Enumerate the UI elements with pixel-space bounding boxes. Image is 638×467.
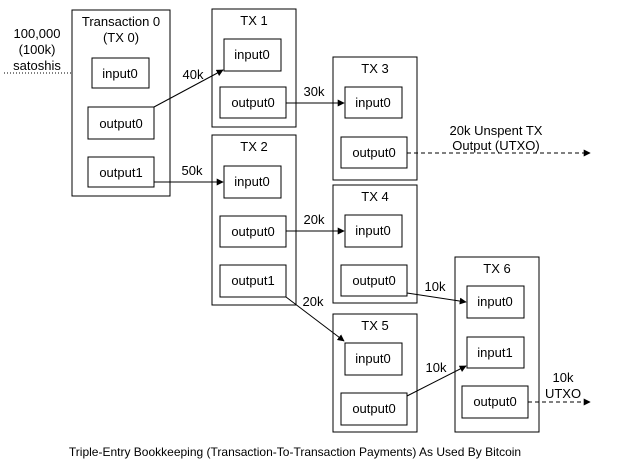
source-amount-label: 100,000: [14, 26, 61, 41]
source-amount-k-label: (100k): [19, 42, 56, 57]
tx1-box: TX 1 input0 output0: [211, 8, 297, 128]
diagram-caption: Triple-Entry Bookkeeping (Transaction-To…: [69, 445, 521, 459]
tx0-to-tx2-amount: 50k: [182, 163, 203, 178]
tx1-title: TX 1: [240, 13, 267, 28]
tx0-output1-label: output1: [99, 165, 142, 180]
tx2-to-tx4-amount: 20k: [304, 212, 325, 227]
tx3-utxo-label-line1: 20k Unspent TX: [450, 123, 543, 138]
tx0-to-tx1-arrow: [153, 69, 224, 108]
tx5-to-tx6-amount: 10k: [426, 360, 447, 375]
tx4-title: TX 4: [361, 189, 388, 204]
tx0-output0-port: [87, 106, 155, 140]
tx5-output0-label: output0: [352, 401, 395, 416]
tx2-input0-port: [223, 165, 282, 199]
tx4-output0-port: [340, 264, 408, 297]
tx0-subtitle: (TX 0): [103, 30, 139, 45]
tx6-box: TX 6 input0 input1 output0: [454, 256, 540, 433]
tx0-input0-label: input0: [102, 66, 137, 81]
tx3-input0-label: input0: [355, 95, 390, 110]
tx1-input0-port: [223, 38, 282, 72]
tx6-output0-port: [461, 385, 529, 419]
tx5-output0-port: [340, 392, 408, 426]
tx2-output0-port: [219, 215, 287, 248]
tx2-input0-label: input0: [234, 174, 269, 189]
tx6-input1-port: [466, 336, 525, 369]
tx6-title: TX 6: [483, 261, 510, 276]
tx6-input0-port: [466, 285, 525, 319]
tx2-to-tx5-arrow: [285, 296, 345, 342]
tx4-input0-port: [344, 214, 403, 248]
tx0-to-tx1-amount: 40k: [183, 67, 204, 82]
tx2-title: TX 2: [240, 139, 267, 154]
tx2-to-tx5-amount: 20k: [303, 294, 324, 309]
tx5-title: TX 5: [361, 318, 388, 333]
tx0-output1-port: [87, 156, 155, 188]
tx1-output0-label: output0: [231, 95, 274, 110]
tx4-input0-label: input0: [355, 223, 390, 238]
tx0-box: Transaction 0 (TX 0) input0 output0 outp…: [71, 9, 171, 197]
tx3-utxo-label-line2: Output (UTXO): [452, 138, 539, 153]
tx5-input0-port: [344, 342, 403, 376]
tx6-utxo-label-line2: UTXO: [545, 386, 581, 401]
tx1-to-tx3-amount: 30k: [304, 84, 325, 99]
tx3-title: TX 3: [361, 61, 388, 76]
tx0-output0-label: output0: [99, 116, 142, 131]
tx3-input0-port: [344, 86, 403, 119]
tx4-output0-label: output0: [352, 273, 395, 288]
source-unit-label: satoshis: [13, 58, 61, 73]
tx5-to-tx6-arrow: [406, 365, 467, 397]
tx6-output0-label: output0: [473, 394, 516, 409]
tx5-input0-label: input0: [355, 351, 390, 366]
tx0-input0-port: [91, 57, 150, 89]
tx3-box: TX 3 input0 output0: [332, 56, 418, 181]
tx6-utxo-label-line1: 10k: [553, 370, 574, 385]
tx1-input0-label: input0: [234, 47, 269, 62]
tx4-to-tx6-amount: 10k: [425, 279, 446, 294]
tx4-to-tx6-arrow: [406, 292, 467, 305]
tx2-output0-label: output0: [231, 224, 274, 239]
tx4-box: TX 4 input0 output0: [332, 184, 418, 304]
tx2-output1-port: [219, 264, 287, 298]
tx5-box: TX 5 input0 output0: [332, 313, 418, 433]
tx6-input1-label: input1: [477, 345, 512, 360]
tx2-box: TX 2 input0 output0 output1: [211, 134, 297, 306]
tx3-output0-label: output0: [352, 145, 395, 160]
tx6-input0-label: input0: [477, 294, 512, 309]
tx0-title: Transaction 0: [82, 14, 160, 29]
tx2-output1-label: output1: [231, 273, 274, 288]
tx1-output0-port: [219, 86, 287, 119]
